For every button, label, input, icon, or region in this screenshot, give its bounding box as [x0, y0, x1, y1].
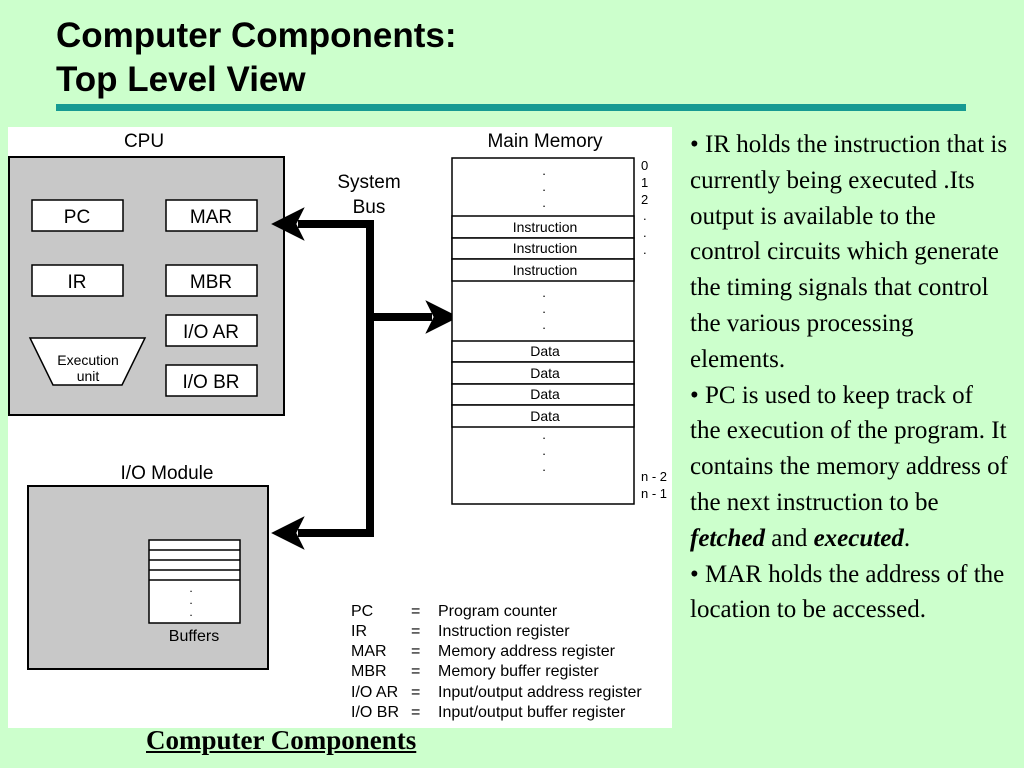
system-bus-label-line1: System: [337, 172, 400, 193]
note-pc-executed: executed: [813, 524, 904, 552]
buffer-dots: .: [189, 593, 192, 607]
memory-address-dots: .: [643, 242, 647, 257]
legend-equals: =: [411, 684, 420, 701]
io-buffers: [148, 539, 241, 624]
memory-address-label: n - 2: [641, 469, 667, 484]
memory-address-label: n - 1: [641, 486, 667, 501]
legend-description: Input/output address register: [438, 684, 642, 701]
legend-abbr: MAR: [351, 643, 387, 660]
io-ar-register: [165, 314, 258, 347]
memory-instruction-row-label: Instruction: [513, 219, 578, 235]
execution-unit: [28, 337, 147, 386]
computer-components-diagram: CPU PC MAR IR MBR I/O AR I/O BR Executio…: [8, 127, 672, 728]
legend-equals: =: [411, 603, 420, 620]
memory-dots: .: [542, 427, 546, 442]
legend-equals: =: [411, 623, 420, 640]
note-ir: • IR holds the instruction that is curre…: [690, 131, 1008, 373]
explanation-text: • IR holds the instruction that is curre…: [690, 127, 1008, 628]
legend-description: Program counter: [438, 603, 558, 620]
legend-equals: =: [411, 704, 420, 721]
memory-data-row-label: Data: [530, 408, 560, 424]
legend-abbr: MBR: [351, 663, 387, 680]
slide-title: Computer Components: Top Level View: [56, 14, 457, 102]
ir-register: [31, 264, 124, 297]
memory-dots: .: [542, 163, 546, 178]
io-module-label: I/O Module: [121, 463, 214, 484]
note-pc-text: • PC is used to keep track of the execut…: [690, 381, 1008, 516]
pc-register-label: PC: [64, 207, 90, 228]
execution-unit-label-line2: unit: [77, 368, 100, 384]
legend-abbr: IR: [351, 623, 367, 640]
memory-address-dots: .: [643, 225, 647, 240]
buffer-dots: .: [189, 605, 192, 619]
io-br-register-label: I/O BR: [182, 372, 239, 393]
ir-register-label: IR: [68, 272, 87, 293]
mbr-register-label: MBR: [190, 272, 232, 293]
memory-instruction-row: [451, 258, 635, 282]
diagram-canvas: CPU PC MAR IR MBR I/O AR I/O BR Executio…: [8, 131, 667, 721]
figure-caption: Computer Components: [146, 725, 417, 755]
note-pc-end: .: [903, 524, 911, 552]
note-mar: • MAR holds the address of the location …: [690, 560, 1005, 624]
title-divider: [56, 104, 966, 111]
pc-register: [31, 199, 124, 232]
legend-abbr: PC: [351, 603, 373, 620]
memory-data-row: [451, 404, 635, 428]
memory-address-label: 2: [641, 192, 648, 207]
slide-title-line1: Computer Components:: [56, 16, 457, 55]
mar-register-label: MAR: [190, 207, 232, 228]
system-bus-label-line2: Bus: [353, 197, 386, 218]
memory-data-row-label: Data: [530, 343, 560, 359]
buffers-label: Buffers: [169, 628, 219, 645]
legend-description: Memory buffer register: [438, 663, 599, 680]
memory-dots: .: [542, 459, 546, 474]
io-ar-register-label: I/O AR: [183, 322, 239, 343]
cpu-label: CPU: [124, 131, 164, 152]
legend-description: Input/output buffer register: [438, 704, 626, 721]
memory-dots: .: [542, 301, 546, 316]
memory-instruction-row-label: Instruction: [513, 262, 578, 278]
legend-abbr: I/O BR: [351, 704, 399, 721]
legend-description: Memory address register: [438, 643, 616, 660]
abbreviation-legend: PC = Program counter IR = Instruction re…: [351, 603, 642, 721]
memory-dots: .: [542, 443, 546, 458]
legend-equals: =: [411, 663, 420, 680]
memory-dots: .: [542, 179, 546, 194]
mbr-register: [165, 264, 258, 297]
memory-dots: .: [542, 195, 546, 210]
legend-equals: =: [411, 643, 420, 660]
mar-register: [165, 199, 258, 232]
legend-description: Instruction register: [438, 623, 570, 640]
io-br-register: [165, 364, 258, 397]
buffer-dots: .: [189, 581, 192, 595]
memory-dots: .: [542, 285, 546, 300]
memory-address-dots: .: [643, 208, 647, 223]
note-pc-and: and: [764, 524, 814, 552]
main-memory-label: Main Memory: [487, 131, 603, 152]
memory-data-row-label: Data: [530, 386, 560, 402]
execution-unit-label-line1: Execution: [57, 352, 118, 368]
note-pc: • PC is used to keep track of the execut…: [690, 378, 1008, 557]
slide-title-line2: Top Level View: [56, 60, 306, 99]
note-pc-fetched: fetched: [690, 524, 765, 552]
memory-data-row-label: Data: [530, 365, 560, 381]
memory-dots: .: [542, 317, 546, 332]
memory-instruction-row-label: Instruction: [513, 240, 578, 256]
legend-abbr: I/O AR: [351, 684, 398, 701]
memory-address-label: 0: [641, 158, 648, 173]
memory-address-label: 1: [641, 175, 648, 190]
